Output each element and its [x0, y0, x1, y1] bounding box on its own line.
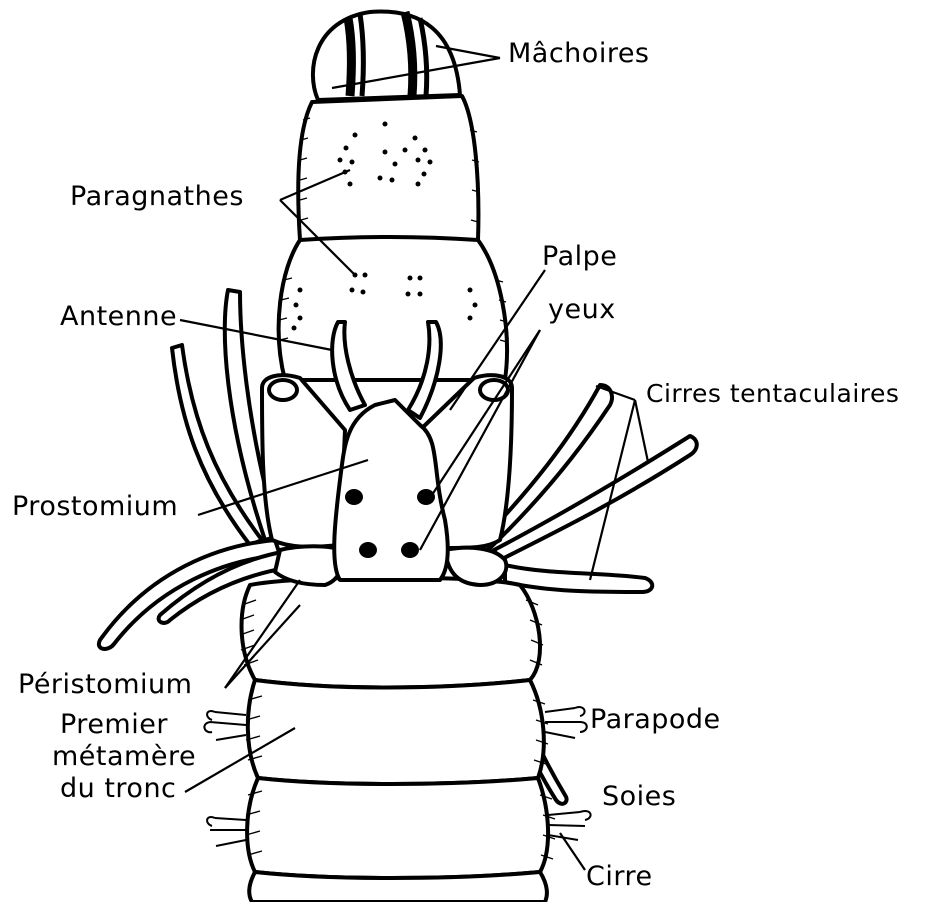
label-peristomium: Péristomium: [18, 669, 192, 700]
palp-tip-left: [269, 380, 297, 400]
label-antenne: Antenne: [60, 301, 177, 332]
label-premier-line2: métamère: [52, 741, 196, 772]
trunk: [204, 578, 590, 902]
label-cirres-tentaculaires: Cirres tentaculaires: [646, 379, 899, 408]
label-premier-line1: Premier: [60, 709, 168, 740]
label-parapode: Parapode: [590, 704, 721, 735]
label-yeux: yeux: [548, 294, 616, 325]
label-premier-line3: du tronc: [60, 773, 176, 804]
label-paragnathes: Paragnathes: [70, 181, 244, 212]
label-cirre: Cirre: [586, 861, 653, 892]
label-palpe: Palpe: [542, 241, 617, 272]
label-machoires: Mâchoires: [508, 38, 650, 69]
label-soies: Soies: [602, 781, 676, 812]
pharynx: [279, 12, 507, 380]
parapodes-left: [204, 711, 246, 846]
label-prostomium: Prostomium: [12, 491, 178, 522]
